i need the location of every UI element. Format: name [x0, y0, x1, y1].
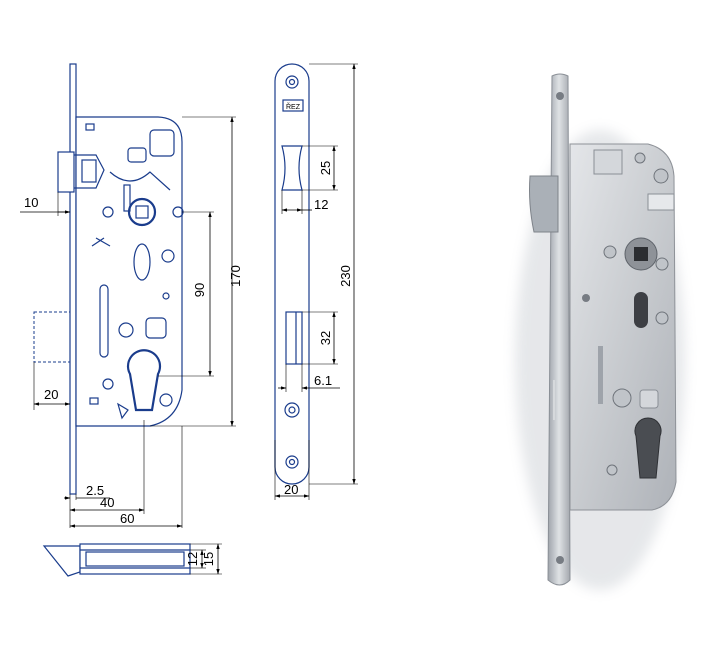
photo-latch — [529, 175, 559, 233]
dim-total-thickness: 15 — [201, 552, 216, 566]
dim-handle-to-cylinder: 90 — [192, 283, 207, 297]
front-spindle-hub — [127, 197, 157, 227]
front-cylinder-cutout — [126, 349, 162, 412]
dim-faceplate-width: 20 — [284, 482, 298, 497]
dim-body-depth: 60 — [120, 511, 134, 526]
dim-backset: 40 — [100, 495, 114, 510]
front-slot — [99, 284, 109, 358]
front-latch-bolt — [74, 154, 105, 189]
dim-bolt-height: 32 — [318, 331, 333, 345]
dim-backset-face: 10 — [24, 195, 38, 210]
front-view: 170 90 10 20 2.5 40 60 — [20, 63, 243, 528]
front-latch — [57, 151, 75, 193]
front-faceplate — [69, 63, 77, 495]
top-case — [79, 543, 191, 575]
dim-latch-height: 25 — [318, 161, 333, 175]
dim-case-height: 170 — [228, 265, 243, 287]
dim-case-thickness: 12 — [185, 552, 200, 566]
dim-faceplate-height: 230 — [338, 265, 353, 287]
photo-spindle — [634, 247, 648, 261]
dim-latch-depth: 12 — [314, 197, 328, 212]
lock-photo — [515, 73, 685, 590]
dim-face-thickness: 2.5 — [86, 483, 104, 498]
side-stamp: ŘEZ — [286, 102, 301, 111]
front-deadbolt-outline — [33, 311, 71, 363]
front-case-body — [75, 116, 183, 427]
dim-bolt-offset: 20 — [44, 387, 58, 402]
photo-oval-slot — [634, 292, 648, 328]
side-stamp-box — [282, 99, 304, 112]
photo-faceplate — [547, 73, 571, 586]
side-faceplate — [274, 63, 310, 485]
side-bolt-opening — [285, 311, 303, 365]
top-view: 12 15 — [42, 543, 222, 577]
dim-bolt-depth: 6.1 — [314, 373, 332, 388]
photo-cylinder-cutout — [634, 417, 662, 479]
top-latch — [42, 545, 81, 577]
side-view: ŘEZ 230 25 12 32 6.1 — [274, 63, 358, 500]
